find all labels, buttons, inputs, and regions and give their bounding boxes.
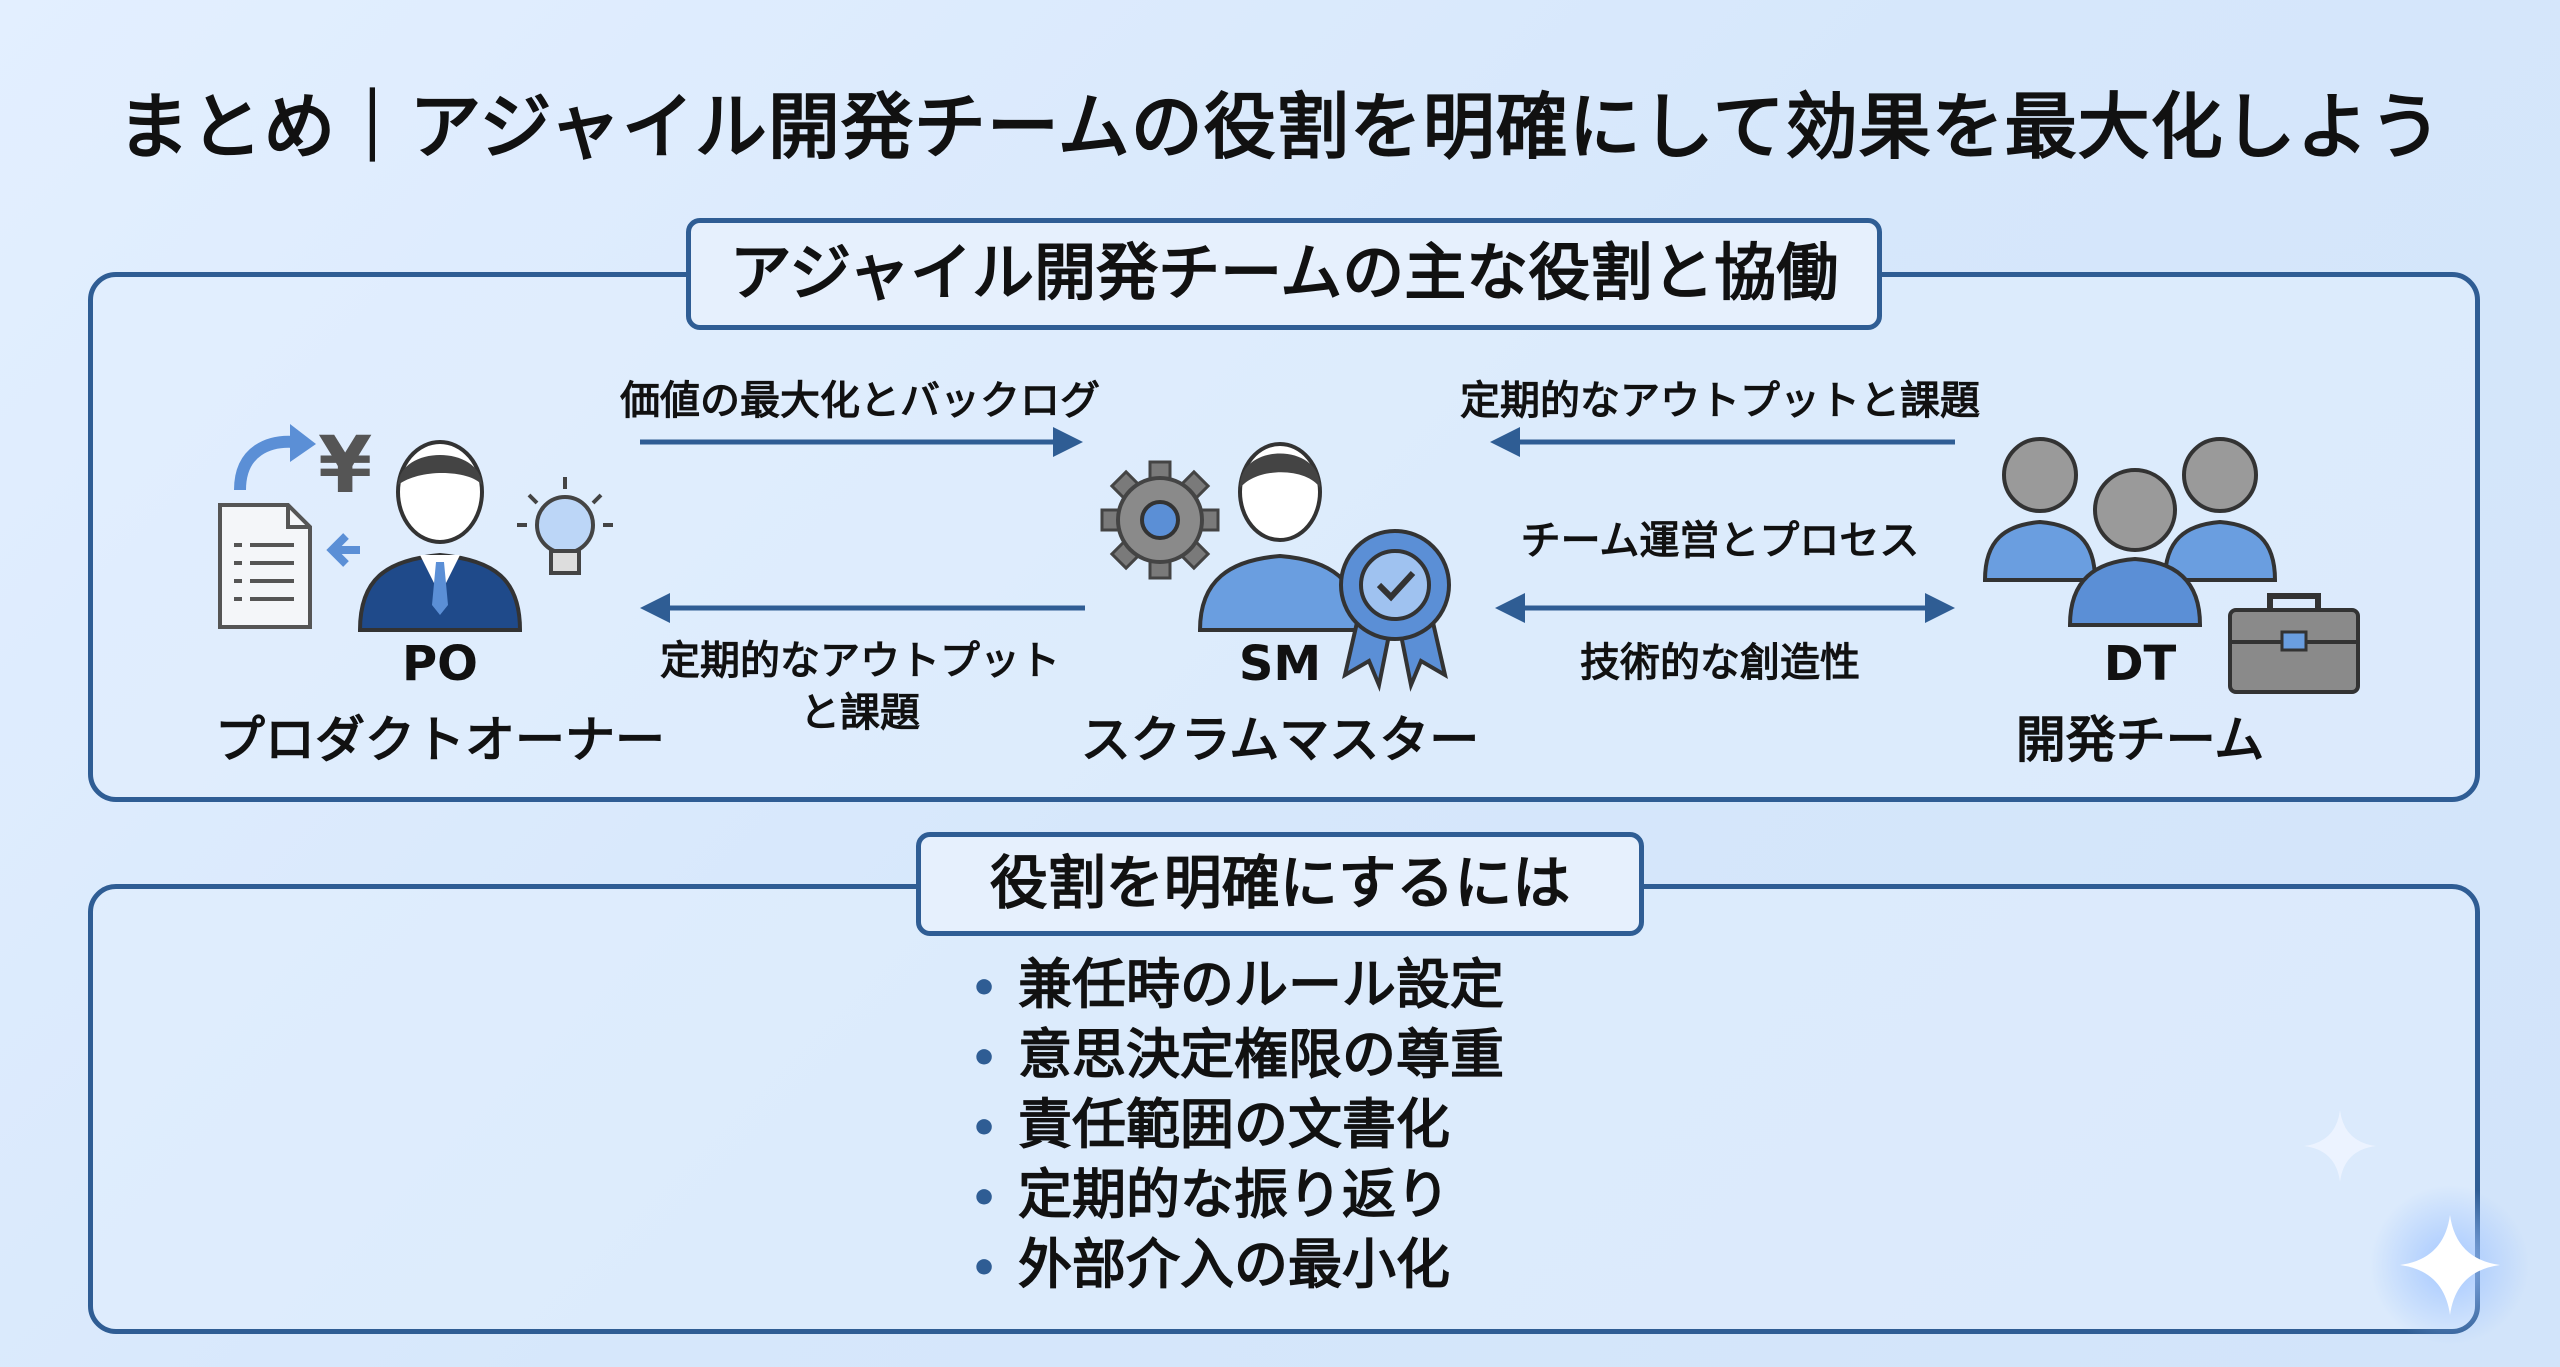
list-item: •定期的な振り返り: [970, 1160, 1504, 1230]
list-item: •責任範囲の文書化: [970, 1090, 1504, 1160]
document-icon: [218, 503, 312, 629]
po-icon-group: ¥: [218, 421, 613, 632]
role-code-po: PO: [402, 636, 478, 692]
flow-label-dt-to-sm: 定期的なアウトプットと課題: [1460, 378, 1980, 424]
sparkle-large-icon: [2400, 1215, 2500, 1315]
arrow-icon: [234, 424, 316, 491]
sparkle-icons: [2304, 1110, 2530, 1345]
clarify-section-frame: [88, 884, 2480, 1334]
roles-section-heading: アジャイル開発チームの主な役割と協働: [686, 218, 1882, 330]
bullet-icon: •: [970, 1173, 999, 1224]
toolbox-icon: [2228, 593, 2360, 694]
businessman-icon: [357, 440, 523, 632]
sm-icon-group: [1100, 442, 1451, 692]
clarify-list: •兼任時のルール設定 •意思決定権限の尊重 •責任範囲の文書化 •定期的な振り返…: [970, 950, 1504, 1300]
lightbulb-icon: [517, 477, 613, 575]
flow-label-sm-to-po-2: と課題: [800, 690, 920, 736]
role-code-dt: DT: [2103, 636, 2177, 692]
flow-label-po-to-sm: 価値の最大化とバックログ: [620, 378, 1100, 424]
role-name-dt: 開発チーム: [2015, 711, 2265, 769]
flow-label-sm-dt-lower: 技術的な創造性: [1580, 640, 1860, 686]
team-icon: [1982, 437, 2278, 627]
list-item: •意思決定権限の尊重: [970, 1020, 1504, 1090]
role-name-sm: スクラムマスター: [1080, 711, 1480, 769]
bullet-icon: •: [970, 1033, 999, 1084]
flow-label-sm-to-po-1: 定期的なアウトプット: [660, 638, 1060, 684]
list-item: •外部介入の最小化: [970, 1230, 1504, 1300]
yen-icon: ¥: [318, 421, 372, 511]
role-code-sm: SM: [1238, 636, 1322, 692]
award-badge-icon: [1339, 529, 1451, 692]
page-title: まとめ｜アジャイル開発チームの役割を明確にして効果を最大化しよう: [117, 85, 2443, 169]
flow-label-sm-dt-upper: チーム運営とプロセス: [1520, 518, 1920, 564]
gear-icon: [1100, 460, 1220, 580]
person-icon: [1197, 442, 1363, 632]
bullet-icon: •: [970, 1243, 999, 1294]
dt-icon-group: [1982, 437, 2360, 694]
sparkle-small-icon: [2304, 1110, 2376, 1182]
role-name-po: プロダクトオーナー: [215, 711, 665, 769]
clarify-section-heading: 役割を明確にするには: [916, 832, 1644, 936]
bullet-icon: •: [970, 963, 999, 1014]
list-item: •兼任時のルール設定: [970, 950, 1504, 1020]
bullet-icon: •: [970, 1103, 999, 1154]
